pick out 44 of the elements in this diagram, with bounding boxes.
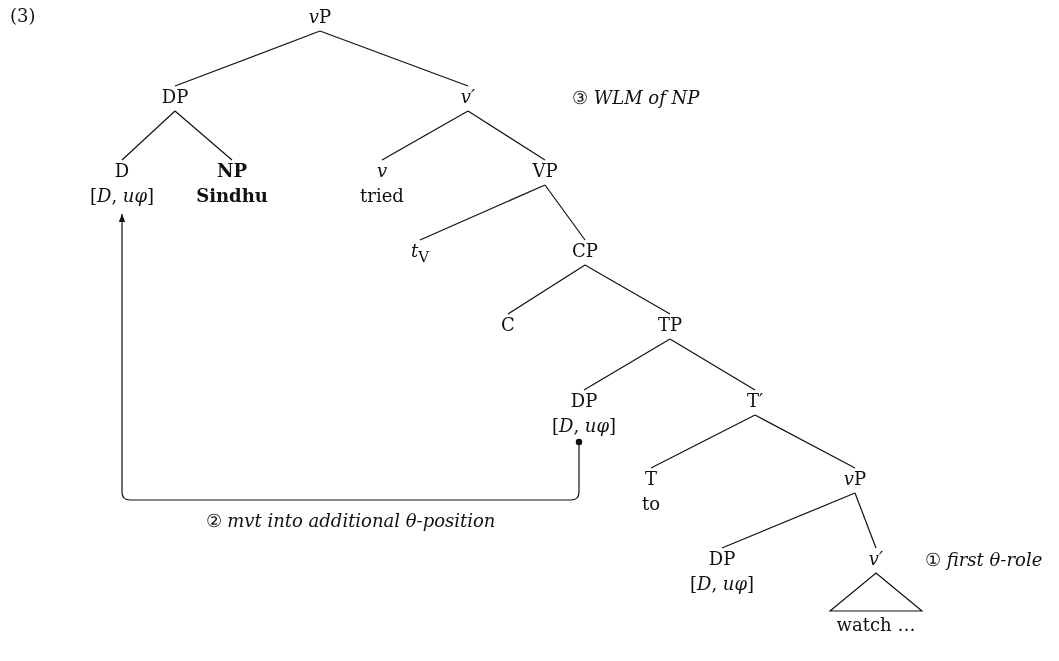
node-label: v′: [868, 547, 884, 571]
tree-branch: [381, 110, 469, 161]
node-label: t$_{V}$: [410, 239, 430, 268]
feature-bracket: Sindhu: [196, 184, 268, 208]
tree-branch: [467, 110, 546, 161]
node-label: D: [113, 159, 131, 183]
node-label: TP: [657, 313, 683, 337]
tree-branch: [754, 414, 856, 469]
tree-branch: [669, 338, 756, 391]
example-number: (3): [10, 4, 36, 28]
tree-branch: [650, 414, 756, 469]
movement-arrow: [118, 213, 583, 501]
tree-branch: [121, 110, 176, 161]
node-label: C: [501, 313, 515, 337]
node-label: VP: [532, 159, 558, 183]
tree-branch: [174, 110, 233, 161]
tree-branch: [854, 492, 877, 549]
node-label: watch …: [835, 613, 917, 637]
node-label: v: [375, 159, 389, 183]
tree-branch: [584, 264, 671, 315]
annotation: ③ WLM of NP: [572, 86, 700, 110]
annotation: ① first θ-role: [925, 548, 1043, 572]
feature-bracket: tried: [360, 184, 404, 208]
node-label: DP: [569, 389, 599, 413]
feature-bracket: [D, uφ]: [89, 184, 155, 208]
node-label: T′: [746, 389, 764, 413]
tree-branch: [507, 264, 586, 315]
node-label: T: [644, 467, 658, 491]
tree-branch: [319, 30, 469, 87]
tree-branch: [419, 184, 546, 241]
tree-branch: [544, 184, 586, 241]
node-label: CP: [572, 239, 598, 263]
node-label: NP: [216, 159, 248, 183]
node-label: vP: [308, 5, 332, 29]
node-label: v′: [460, 85, 476, 109]
tree-branch: [583, 338, 671, 391]
feature-bracket: [D, uφ]: [689, 572, 755, 596]
feature-bracket: to: [641, 492, 661, 516]
node-label: DP: [707, 547, 737, 571]
node-label: DP: [161, 85, 189, 109]
tree-branch: [721, 492, 856, 549]
feature-bracket: [D, uφ]: [551, 414, 617, 438]
node-label: vP: [843, 467, 867, 491]
tree-branch: [174, 30, 321, 87]
